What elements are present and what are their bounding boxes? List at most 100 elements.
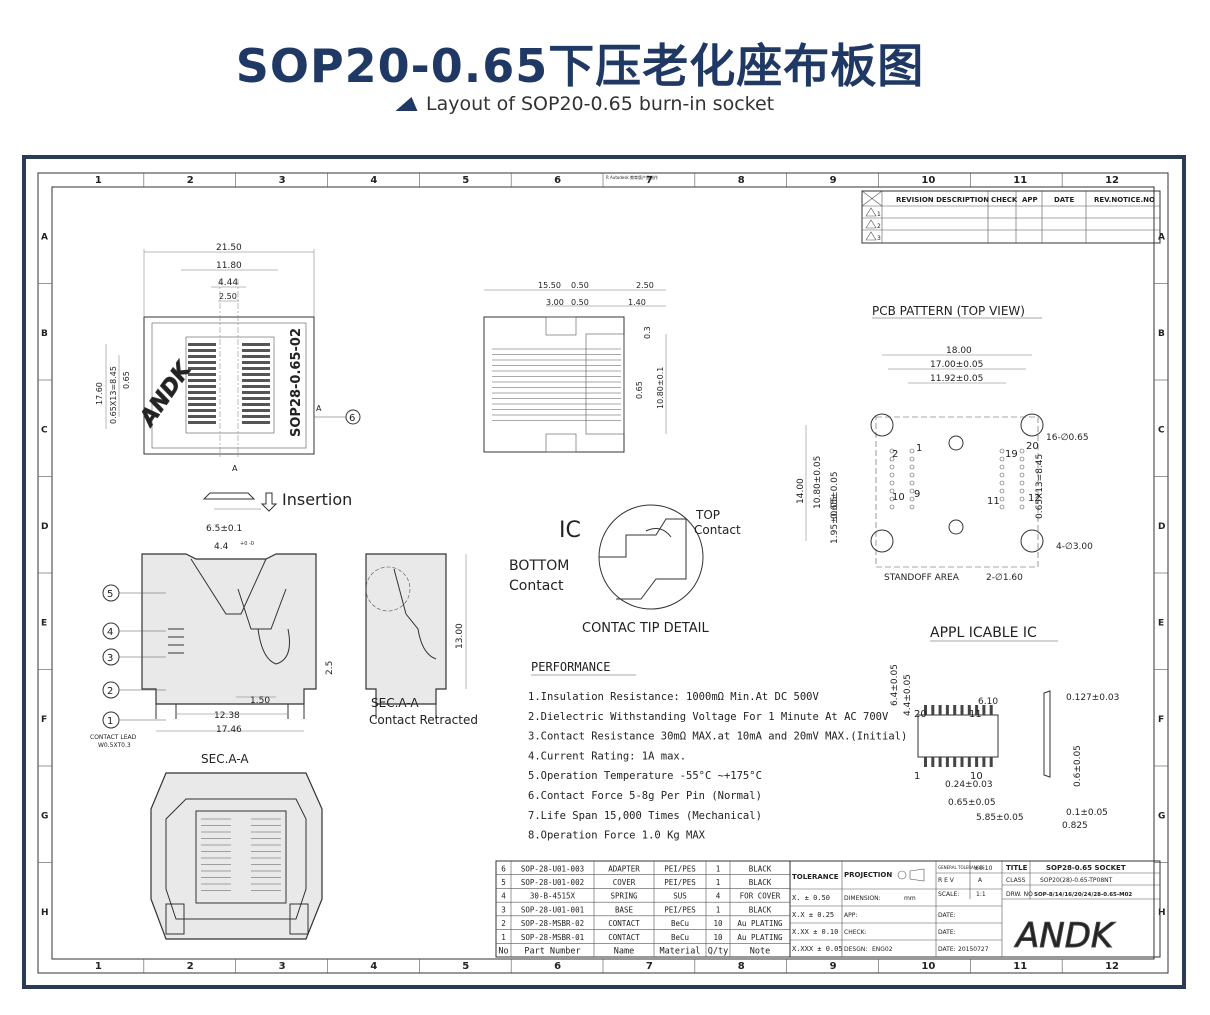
grid-col-label: 6	[554, 961, 561, 972]
tb-class-label: CLASS	[1006, 877, 1026, 884]
bom-cell: PEI/PES	[664, 864, 696, 873]
grid-col-label: 4	[370, 961, 377, 972]
grid-col-label: 8	[738, 175, 745, 186]
bom-cell: 4	[716, 892, 721, 901]
tb-app: APP:	[844, 912, 857, 919]
bom-cell: SPRING	[610, 892, 638, 901]
dim-2-5: 2.5	[325, 661, 335, 675]
dim-15-50: 15.50	[538, 281, 561, 290]
bom-cell: Au PLATING	[737, 919, 783, 928]
grid-col-label: 10	[921, 961, 935, 972]
grid-col-label: 2	[187, 961, 194, 972]
grid-row-label: A	[1158, 232, 1165, 242]
tb-date-3: DATE:	[938, 946, 956, 953]
grid-row-label: F	[41, 715, 47, 725]
insertion-label: Insertion	[282, 490, 352, 509]
grid-row-label: D	[1158, 522, 1165, 532]
top-view-model: SOP28-0.65-02	[289, 328, 304, 437]
section-mark-a-bottom: A	[232, 464, 238, 473]
rev-header-date: DATE	[1054, 196, 1074, 204]
section-callout-3: 3	[107, 653, 113, 664]
performance-item: 5.Operation Temperature -55°C ~+175°C	[528, 770, 762, 782]
grid-col-label: 3	[279, 961, 286, 972]
bom-cell: SOP-28-U01-003	[521, 864, 584, 873]
tip-top-2: Contact	[694, 523, 741, 537]
tb-dimension: DIMENSION:	[844, 895, 881, 902]
pcb-dim-2-1-60: 2-∅1.60	[986, 573, 1023, 583]
tb-design: DESGN:	[844, 946, 867, 953]
performance-item: 1.Insulation Resistance: 1000mΩ Min.At D…	[528, 691, 819, 703]
tb-dimension-unit: mm	[904, 895, 916, 902]
rev-row-3: 3	[877, 235, 881, 242]
grid-row-label: E	[1158, 618, 1164, 628]
bom-cell: 6	[501, 864, 506, 873]
pcb-dim-4-3-00: 4-∅3.00	[1056, 542, 1093, 552]
bom-cell: Au PLATING	[737, 933, 783, 942]
pcb-dim-11-92: 11.92±0.05	[930, 374, 983, 384]
socket-perspective-view	[150, 772, 323, 940]
grid-row-label: D	[41, 522, 48, 532]
rev-row-2: 2	[877, 223, 881, 230]
bom-cell: SUS	[673, 892, 687, 901]
page-title: SOP20-0.65下压老化座布板图	[235, 39, 925, 93]
grid-col-label: 10	[921, 175, 935, 186]
grid-col-label: 11	[1013, 175, 1027, 186]
tb-date-value: 20150727	[958, 946, 989, 953]
tb-tol-1: X. ± 0.50	[792, 894, 830, 902]
retracted-label-2: Contact Retracted	[369, 713, 478, 727]
tb-general: GENERAL TOLERANCES	[938, 865, 985, 870]
bom-cell: 30-B-4515X	[530, 892, 576, 901]
ic-dim-4-4: 4.4±0.05	[903, 674, 913, 716]
tb-designer: ENG02	[872, 946, 893, 953]
tb-tolerance: TOLERANCE	[792, 873, 839, 881]
dim-0-50-a: 0.50	[571, 281, 589, 290]
projection-symbol-icon	[897, 870, 907, 880]
bom-cell: BLACK	[749, 905, 772, 914]
ic-pin-1: 1	[914, 771, 920, 782]
bom-cell: PEI/PES	[664, 905, 696, 914]
pcb-dim-18-00: 18.00	[946, 346, 972, 356]
grid-col-label: 9	[830, 961, 837, 972]
bom-header: No	[498, 947, 508, 957]
bom-cell: 1	[716, 878, 721, 887]
retracted-label-1: SEC.A-A	[371, 696, 419, 710]
bom-cell: BeCu	[671, 933, 689, 942]
dim-10-80: 10.80±0.1	[656, 367, 665, 409]
dim-0-3: 0.3	[643, 326, 652, 339]
pcb-dim-0-65: 0.65±0.05	[830, 471, 840, 519]
grid-row-label: H	[41, 908, 49, 918]
dim-0-50-b: 0.50	[571, 298, 589, 307]
dim-0-65-side: 0.65	[635, 381, 644, 399]
tb-check: CHECK:	[844, 929, 867, 936]
bom-cell: CONTACT	[608, 933, 640, 942]
revision-table: REVISION DESCRIPTION CHECK APP DATE REV.…	[861, 190, 1161, 244]
contact-retracted-view: 13.00 SEC.A-A Contact Retracted	[365, 553, 478, 727]
dim-3-00: 3.00	[546, 298, 564, 307]
grid-col-label: 2	[187, 175, 194, 186]
pcb-pin-10: 10	[892, 492, 905, 503]
tip-top-1: TOP	[695, 508, 720, 522]
tb-tol-4: X.XXX ± 0.05	[792, 945, 843, 953]
performance-item: 4.Current Rating: 1A max.	[528, 750, 686, 762]
dim-4-4: 4.4	[214, 542, 229, 552]
tb-title-value: SOP28-0.65 SOCKET	[1046, 864, 1126, 872]
rev-header-notice: REV.NOTICE.NO	[1094, 196, 1155, 204]
section-callout-1: 1	[107, 716, 113, 727]
dim-21-50: 21.50	[216, 243, 242, 253]
bom-cell: BLACK	[749, 864, 772, 873]
dim-6-5: 6.5±0.1	[206, 524, 242, 534]
section-mark-a-right: A	[316, 404, 322, 413]
ic-dim-5-85: 5.85±0.05	[976, 813, 1024, 823]
pcb-dim-10-80: 10.80±0.05	[813, 456, 823, 509]
contact-lead-size: W0.5XT0.3	[98, 742, 131, 749]
rev-header-check: CHECK	[991, 196, 1018, 204]
pcb-dim-8-45: 0.65X13=8.45	[1035, 454, 1045, 519]
ic-pin-20: 20	[914, 709, 927, 720]
ic-pin-11: 11	[969, 709, 982, 720]
dim-1-40: 1.40	[628, 298, 646, 307]
bom-cell: 3	[501, 905, 506, 914]
performance-item: 6.Contact Force 5-8g Per Pin (Normal)	[528, 790, 762, 802]
bom-cell: PEI/PES	[664, 878, 696, 887]
